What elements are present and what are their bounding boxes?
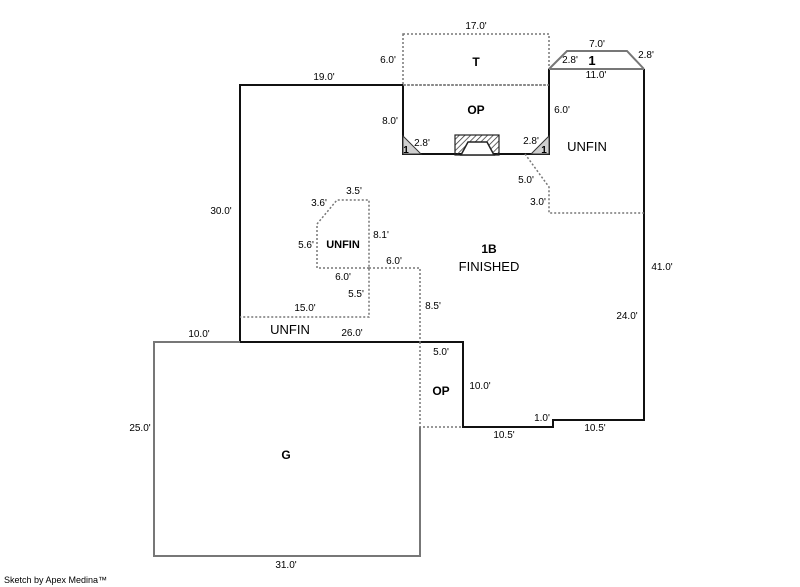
dim-garage-top-left: 10.0' bbox=[188, 329, 209, 340]
unfin-right-label: UNFIN bbox=[567, 139, 607, 154]
dim-bottom-right-105: 10.5' bbox=[584, 423, 605, 434]
terrace-label: T bbox=[472, 55, 480, 69]
main-area-code: 1B bbox=[481, 242, 497, 256]
corner-triangle-right bbox=[529, 134, 550, 155]
dim-main-top: 19.0' bbox=[313, 72, 334, 83]
bay-window-outline bbox=[548, 50, 645, 70]
dim-inner-right: 8.1' bbox=[373, 230, 389, 241]
corner-triangle-left bbox=[402, 134, 423, 155]
dim-garage-left: 25.0' bbox=[129, 423, 150, 434]
dim-op-right: 6.0' bbox=[554, 105, 570, 116]
dim-inner-left: 5.6' bbox=[298, 240, 314, 251]
dim-bottom-left-105: 10.5' bbox=[493, 430, 514, 441]
unfin-right-division bbox=[524, 153, 644, 214]
unfin-inner-outline bbox=[240, 199, 370, 318]
dim-unfin-top: 15.0' bbox=[294, 303, 315, 314]
dim-right-41: 41.0' bbox=[651, 262, 672, 273]
dim-op-bottom-top: 5.0' bbox=[433, 347, 449, 358]
dim-inner-bottom: 6.0' bbox=[335, 272, 351, 283]
bay-marker: 1 bbox=[588, 53, 595, 68]
dim-step-3: 3.0' bbox=[530, 197, 546, 208]
garage-outline bbox=[153, 341, 421, 557]
sketch-credit: Sketch by Apex Medina™ bbox=[4, 575, 107, 585]
dim-op-corner-right: 2.8' bbox=[523, 136, 539, 147]
dim-bay-left: 2.8' bbox=[562, 55, 578, 66]
unfin-bottom-label: UNFIN bbox=[270, 322, 310, 337]
fireplace-icon bbox=[454, 134, 500, 156]
dim-right-24: 24.0' bbox=[616, 311, 637, 322]
dim-inner-angle: 3.6' bbox=[311, 198, 327, 209]
unfin-inner-label: UNFIN bbox=[326, 239, 360, 251]
finished-step-division bbox=[369, 267, 421, 342]
dim-op-corner-left: 2.8' bbox=[414, 138, 430, 149]
dim-op-bottom-right: 10.0' bbox=[469, 381, 490, 392]
dim-inner-top: 3.5' bbox=[346, 186, 362, 197]
dim-main-left: 30.0' bbox=[210, 206, 231, 217]
op-left-marker: 1 bbox=[403, 145, 409, 156]
dim-bay-right: 2.8' bbox=[638, 50, 654, 61]
dim-terrace-top: 17.0' bbox=[465, 21, 486, 32]
op-right-marker: 1 bbox=[541, 145, 547, 156]
dim-step-8-5: 8.5' bbox=[425, 301, 441, 312]
dim-terrace-left: 6.0' bbox=[380, 55, 396, 66]
garage-label: G bbox=[281, 448, 290, 462]
dim-step-6: 6.0' bbox=[386, 256, 402, 267]
dim-garage-bottom: 31.0' bbox=[275, 560, 296, 571]
dim-bay-base: 11.0' bbox=[586, 70, 607, 81]
dim-op-left: 8.0' bbox=[382, 116, 398, 127]
open-porch-bottom-label: OP bbox=[432, 384, 449, 398]
open-porch-top-label: OP bbox=[467, 103, 484, 117]
dim-main-bottom: 26.0' bbox=[341, 328, 362, 339]
dim-jog: 1.0' bbox=[534, 413, 550, 424]
dim-step-5-5: 5.5' bbox=[348, 289, 364, 300]
main-area-label: FINISHED bbox=[459, 259, 520, 274]
main-house-outline bbox=[239, 69, 645, 428]
dim-diag-5: 5.0' bbox=[518, 175, 534, 186]
dim-bay-top: 7.0' bbox=[589, 39, 605, 50]
